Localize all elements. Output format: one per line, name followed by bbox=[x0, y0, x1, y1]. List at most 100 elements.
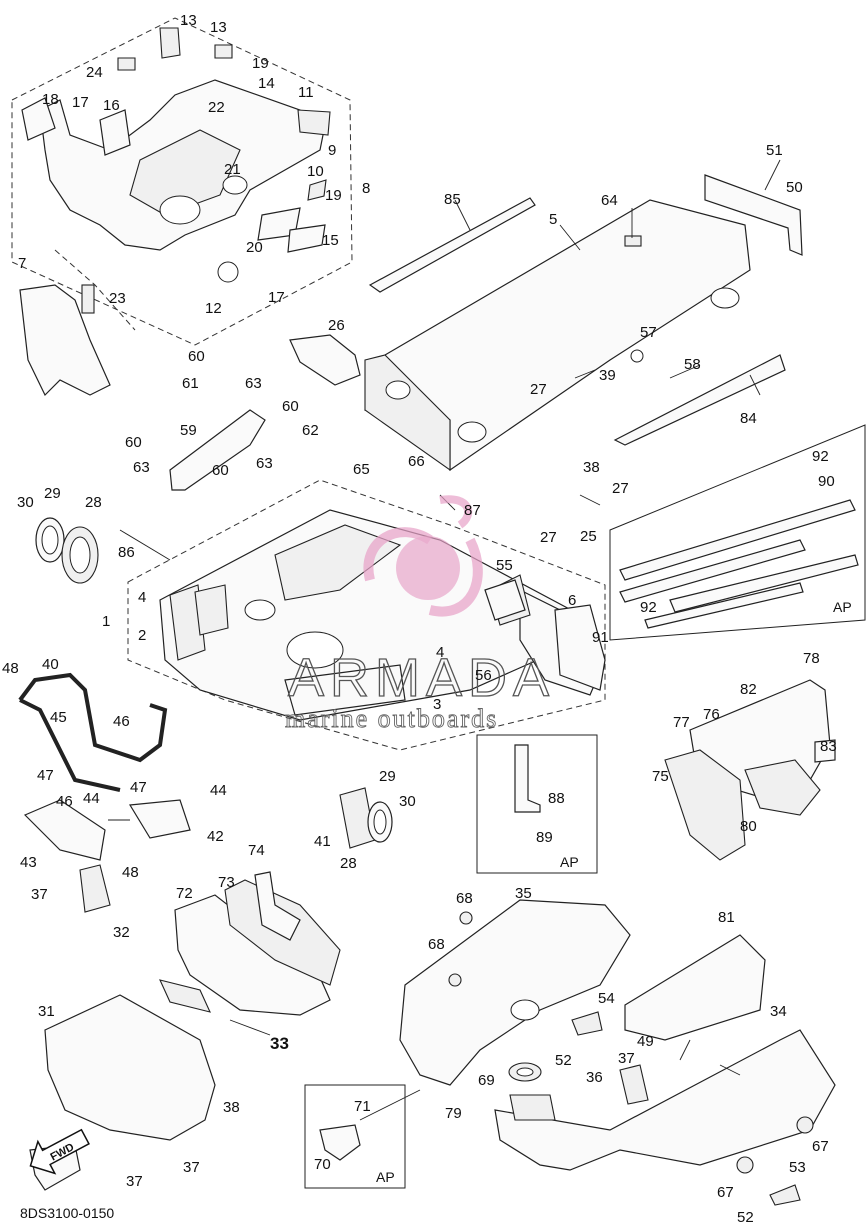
callout-10: 10 bbox=[307, 163, 324, 180]
diagram-code: 8DS3100-0150 bbox=[20, 1205, 114, 1221]
callout-67a: 67 bbox=[812, 1138, 829, 1155]
callout-35: 35 bbox=[515, 885, 532, 902]
callout-58: 58 bbox=[684, 356, 701, 373]
callout-63b: 63 bbox=[133, 459, 150, 476]
callout-92a: 92 bbox=[812, 448, 829, 465]
callout-16: 16 bbox=[103, 97, 120, 114]
panel-81 bbox=[624, 934, 766, 1041]
callout-47a: 47 bbox=[37, 767, 54, 784]
callout-24: 24 bbox=[86, 64, 103, 81]
callout-52b: 52 bbox=[737, 1209, 754, 1224]
callout-21: 21 bbox=[224, 161, 241, 178]
callout-44a: 44 bbox=[210, 782, 227, 799]
callout-63a: 63 bbox=[245, 375, 262, 392]
grommet-group-left bbox=[35, 517, 99, 584]
callout-39: 39 bbox=[599, 367, 616, 384]
callout-90: 90 bbox=[818, 473, 835, 490]
callout-60d: 60 bbox=[212, 462, 229, 479]
callout-30a: 30 bbox=[17, 494, 34, 511]
watermark: ARMADA marine outboards bbox=[285, 495, 550, 733]
callout-22: 22 bbox=[208, 99, 225, 116]
callout-14: 14 bbox=[258, 75, 275, 92]
callout-44b: 44 bbox=[83, 790, 100, 807]
main-frame-assembly-group bbox=[127, 479, 606, 751]
callout-37d: 37 bbox=[183, 1159, 200, 1176]
tunnel-5 bbox=[364, 199, 751, 472]
callout-70: 70 bbox=[314, 1156, 331, 1173]
callout-20: 20 bbox=[246, 239, 263, 256]
callout-28b: 28 bbox=[340, 855, 357, 872]
callout-60c: 60 bbox=[125, 434, 142, 451]
callout-85: 85 bbox=[444, 191, 461, 208]
bracket-32 bbox=[79, 864, 111, 913]
callout-25: 25 bbox=[580, 528, 597, 545]
callout-12: 12 bbox=[205, 300, 222, 317]
watermark-logo-icon bbox=[363, 495, 483, 617]
callout-17a: 17 bbox=[72, 94, 89, 111]
callout-65: 65 bbox=[353, 461, 370, 478]
plate-55 bbox=[484, 579, 526, 621]
callout-28a: 28 bbox=[85, 494, 102, 511]
callout-72: 72 bbox=[176, 885, 193, 902]
callout-92b: 92 bbox=[640, 599, 657, 616]
callout-49: 49 bbox=[637, 1033, 654, 1050]
callout-71: 71 bbox=[354, 1098, 371, 1115]
callout-13b: 13 bbox=[210, 19, 227, 36]
callout-27b: 27 bbox=[612, 480, 629, 497]
callout-40: 40 bbox=[42, 656, 59, 673]
callout-57: 57 bbox=[640, 324, 657, 341]
callout-79: 79 bbox=[445, 1105, 462, 1122]
callout-55: 55 bbox=[496, 557, 513, 574]
callout-29b: 29 bbox=[379, 768, 396, 785]
callout-67b: 67 bbox=[717, 1184, 734, 1201]
callout-5: 5 bbox=[549, 211, 557, 228]
callout-60a: 60 bbox=[188, 348, 205, 365]
callout-76: 76 bbox=[703, 706, 720, 723]
callout-2: 2 bbox=[138, 627, 146, 644]
center-hood-group bbox=[399, 899, 631, 1086]
callout-43: 43 bbox=[20, 854, 37, 871]
callout-60b: 60 bbox=[282, 398, 299, 415]
callout-31: 31 bbox=[38, 1003, 55, 1020]
belly-pan-group bbox=[29, 979, 216, 1191]
callout-68a: 68 bbox=[456, 890, 473, 907]
callout-87: 87 bbox=[464, 502, 481, 519]
callout-23: 23 bbox=[109, 290, 126, 307]
callout-34: 34 bbox=[770, 1003, 787, 1020]
callout-89: 89 bbox=[536, 829, 553, 846]
ap-box-lower-left bbox=[304, 1084, 406, 1189]
callout-18: 18 bbox=[42, 91, 59, 108]
callout-45: 45 bbox=[50, 709, 67, 726]
callout-17b: 17 bbox=[268, 289, 285, 306]
callout-8: 8 bbox=[362, 180, 370, 197]
callout-51: 51 bbox=[766, 142, 783, 159]
callout-48a: 48 bbox=[2, 660, 19, 677]
callout-32: 32 bbox=[113, 924, 130, 941]
callout-53: 53 bbox=[789, 1159, 806, 1176]
callout-61: 61 bbox=[182, 375, 199, 392]
callout-77: 77 bbox=[673, 714, 690, 731]
callout-13a: 13 bbox=[180, 12, 197, 29]
callout-6: 6 bbox=[568, 592, 576, 609]
callout-9: 9 bbox=[328, 142, 336, 159]
bracket-50 bbox=[704, 174, 803, 256]
callout-37c: 37 bbox=[126, 1173, 143, 1190]
callout-38b: 38 bbox=[223, 1099, 240, 1116]
callout-78: 78 bbox=[803, 650, 820, 667]
lower-right-hood-group bbox=[494, 1029, 836, 1206]
callout-11: 11 bbox=[298, 84, 314, 101]
callout-46b: 46 bbox=[56, 793, 73, 810]
callout-4a: 4 bbox=[138, 589, 146, 606]
plate-26 bbox=[289, 334, 361, 386]
callout-75: 75 bbox=[652, 768, 669, 785]
callout-4b: 4 bbox=[436, 644, 444, 661]
callout-36: 36 bbox=[586, 1069, 603, 1086]
callout-84: 84 bbox=[740, 410, 757, 427]
callout-69: 69 bbox=[478, 1072, 495, 1089]
callout-80: 80 bbox=[740, 818, 757, 835]
callout-82: 82 bbox=[740, 681, 757, 698]
watermark-tagline: marine outboards bbox=[285, 704, 498, 733]
callout-48b: 48 bbox=[122, 864, 139, 881]
callout-68b: 68 bbox=[428, 936, 445, 953]
callout-50: 50 bbox=[786, 179, 803, 196]
